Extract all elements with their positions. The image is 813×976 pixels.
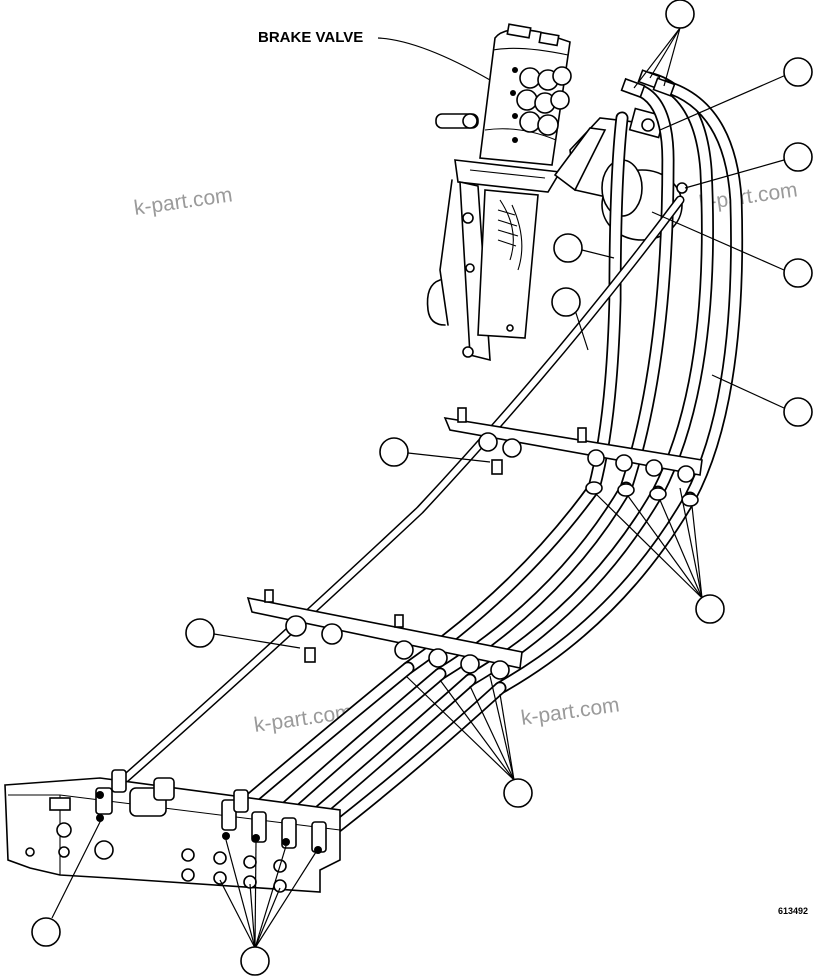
callouts	[31, 0, 813, 976]
callout-8	[379, 437, 409, 467]
bottom-manifold	[4, 769, 341, 893]
callout-4	[553, 233, 583, 263]
brake-valve-label: BRAKE VALVE	[258, 29, 363, 46]
watermark-4: k-part.com	[519, 693, 620, 730]
callout-3	[783, 142, 813, 172]
figure-number: 613492	[778, 906, 808, 916]
middle-bracket	[443, 407, 703, 483]
callout-9	[695, 594, 725, 624]
callout-10	[185, 618, 215, 648]
watermark-1: k-part.com	[132, 183, 233, 220]
callout-2	[783, 57, 813, 87]
callout-7	[783, 397, 813, 427]
brake-valve-assembly	[426, 23, 572, 362]
valve-fittings	[510, 66, 572, 143]
callout-13	[240, 946, 270, 976]
callout-5	[783, 258, 813, 288]
lower-bracket	[246, 589, 523, 680]
hoses-middle	[401, 481, 699, 695]
callout-6	[551, 287, 581, 317]
callout-12	[31, 917, 61, 947]
callout-11	[503, 778, 533, 808]
long-hose	[105, 195, 685, 797]
brake-valve-label-group: BRAKE VALVE	[258, 29, 491, 81]
callout-1	[665, 0, 695, 29]
